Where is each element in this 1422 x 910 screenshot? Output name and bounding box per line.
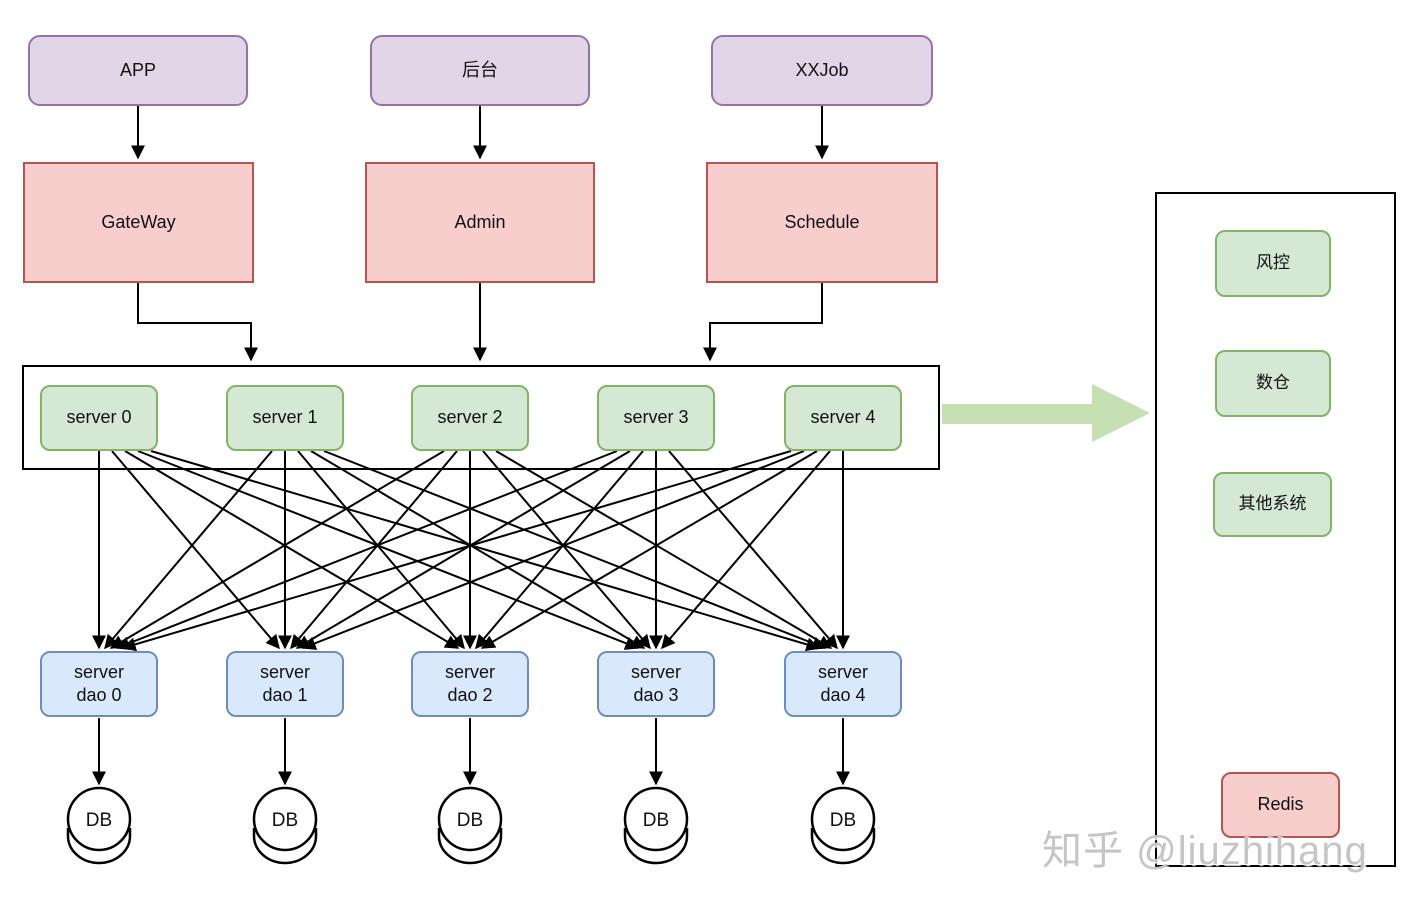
dao-label-line1: server — [259, 661, 310, 682]
dao-box-4: server dao 4 — [784, 651, 902, 717]
box-schedule-label: Schedule — [784, 211, 860, 232]
db-label: DB — [457, 810, 483, 831]
box-gateway: GateWay — [23, 162, 254, 283]
dao-label-line2: dao 0 — [76, 685, 122, 705]
db-cylinder-0: DB — [66, 786, 132, 865]
dao-label-line2: dao 1 — [262, 685, 308, 705]
db-label: DB — [86, 810, 112, 831]
box-backend: 后台 — [370, 35, 590, 106]
server-label: server 0 — [66, 407, 132, 428]
server-box-1: server 1 — [226, 385, 344, 451]
server-box-4: server 4 — [784, 385, 902, 451]
server-label: server 4 — [810, 407, 876, 428]
panel-item-label: 风控 — [1256, 253, 1290, 273]
flow-arrow-right — [942, 384, 1150, 442]
db-cylinder-2: DB — [437, 786, 503, 865]
box-app-label: APP — [119, 59, 157, 80]
dao-label-line2: dao 2 — [447, 685, 493, 705]
panel-item-redis: Redis — [1221, 772, 1340, 838]
dao-label-line1: server — [444, 661, 495, 682]
dao-label-line1: server — [630, 661, 681, 682]
server-box-3: server 3 — [597, 385, 715, 451]
box-gateway-label: GateWay — [101, 211, 176, 232]
dao-box-3: server dao 3 — [597, 651, 715, 717]
panel-item-label: Redis — [1257, 794, 1304, 815]
box-app: APP — [28, 35, 248, 106]
server-label: server 1 — [252, 407, 318, 428]
server-label: server 3 — [623, 407, 689, 428]
box-admin: Admin — [365, 162, 595, 283]
dao-box-1: server dao 1 — [226, 651, 344, 717]
db-label: DB — [272, 810, 298, 831]
server-dao-mesh — [92, 450, 850, 652]
box-admin-label: Admin — [454, 211, 506, 232]
panel-item-other-systems: 其他系统 — [1213, 472, 1332, 537]
watermark-zhihu: 知乎 @liuzhihang — [1042, 829, 1368, 873]
arrow-schedule-cluster — [703, 283, 823, 362]
box-backend-label: 后台 — [462, 59, 498, 80]
db-cylinder-3: DB — [623, 786, 689, 865]
panel-item-label: 数仓 — [1256, 373, 1290, 393]
dao-label-line2: dao 4 — [820, 685, 866, 705]
dao-box-2: server dao 2 — [411, 651, 529, 717]
dao-box-0: server dao 0 — [40, 651, 158, 717]
dao-label-line1: server — [817, 661, 868, 682]
server-box-2: server 2 — [411, 385, 529, 451]
panel-item-label: 其他系统 — [1238, 494, 1307, 514]
db-cylinder-1: DB — [252, 786, 318, 865]
box-xxjob: XXJob — [711, 35, 933, 106]
arrow-gateway-cluster — [137, 283, 258, 362]
panel-item-risk-control: 风控 — [1215, 230, 1331, 297]
db-label: DB — [830, 810, 856, 831]
db-label: DB — [643, 810, 669, 831]
server-label: server 2 — [437, 407, 503, 428]
panel-item-data-warehouse: 数仓 — [1215, 350, 1331, 417]
server-box-0: server 0 — [40, 385, 158, 451]
dao-label-line1: server — [73, 661, 124, 682]
dao-label-line2: dao 3 — [633, 685, 679, 705]
db-cylinder-4: DB — [810, 786, 876, 865]
box-schedule: Schedule — [706, 162, 938, 283]
dao-db-arrows — [92, 718, 850, 786]
box-xxjob-label: XXJob — [795, 59, 849, 80]
